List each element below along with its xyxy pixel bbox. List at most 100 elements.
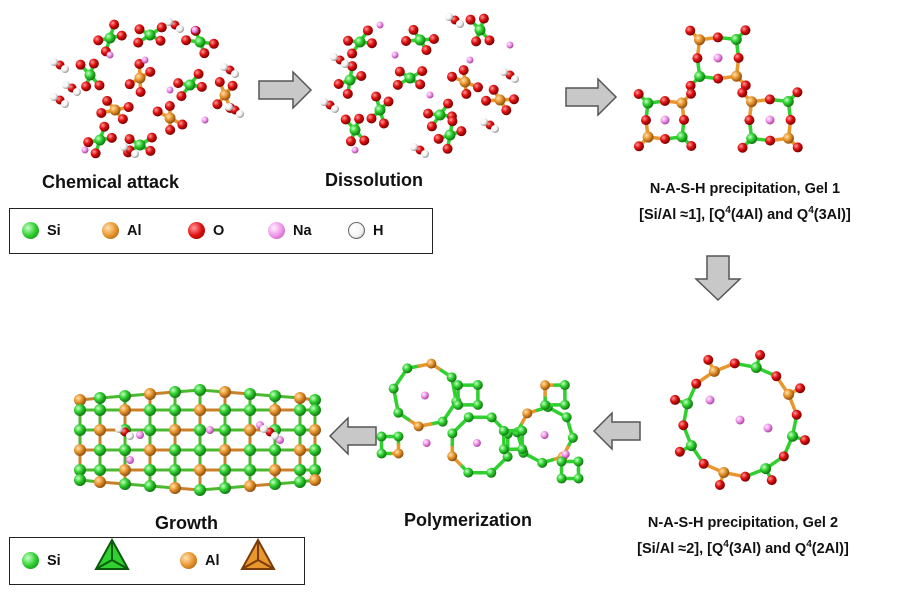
si-atom: [760, 463, 772, 475]
si-atom: [104, 32, 116, 44]
o-atom: [156, 22, 167, 33]
o-atom: [766, 475, 777, 486]
si-atom: [556, 456, 567, 467]
al-atom: [746, 96, 758, 108]
o-atom: [347, 61, 358, 72]
h-atom: [61, 65, 69, 73]
si-atom: [244, 444, 256, 456]
si-atom: [393, 431, 404, 442]
si-atom: [169, 386, 181, 398]
o-atom: [501, 105, 512, 116]
na-atom: [561, 450, 570, 459]
na-atom: [660, 115, 670, 125]
si-atom: [787, 430, 799, 442]
si-atom: [269, 444, 281, 456]
o-atom: [698, 458, 709, 469]
si-atom: [244, 404, 256, 416]
si-ball-icon: [22, 552, 39, 569]
si-atom: [309, 394, 321, 406]
si-atom: [567, 432, 578, 443]
o-atom: [133, 37, 144, 48]
o-atom: [795, 383, 806, 394]
si-atom: [309, 404, 321, 416]
si-atom: [144, 29, 156, 41]
na-atom: [136, 431, 144, 439]
na-atom: [191, 26, 199, 34]
si-atom: [393, 407, 404, 418]
al-atom: [219, 444, 231, 456]
si-atom: [309, 444, 321, 456]
polymerization-label: Polymerization: [404, 510, 533, 530]
o-atom: [484, 35, 495, 46]
na-atom: [713, 53, 723, 63]
al-ball-icon: [102, 222, 119, 239]
na-atom: [765, 115, 775, 125]
o-atom: [713, 73, 724, 84]
si-atom: [540, 399, 551, 410]
o-atom: [417, 66, 428, 77]
arrow-right-2: [565, 77, 618, 117]
na-atom: [126, 456, 134, 464]
chemical-attack-label: Chemical attack: [42, 172, 180, 192]
si-atom: [453, 380, 464, 391]
o-atom: [778, 451, 789, 462]
na-atom: [351, 146, 359, 154]
al-atom: [718, 467, 730, 479]
o-atom: [740, 471, 751, 482]
o-atom: [685, 25, 696, 36]
si-atom: [517, 425, 528, 436]
o-atom: [633, 88, 644, 99]
si-atom: [219, 424, 231, 436]
si-atom: [119, 478, 131, 490]
o-atom: [193, 68, 204, 79]
na-atom: [426, 91, 434, 99]
o-atom: [366, 113, 377, 124]
o-atom: [685, 80, 696, 91]
dissolution-label: Dissolution: [325, 170, 423, 190]
o-atom: [135, 86, 146, 97]
gel1-subtitle: [Si/Al ≈1], [Q4(4Al) and Q4(3Al)]: [639, 205, 851, 223]
o-atom: [765, 135, 776, 146]
si-atom: [144, 464, 156, 476]
o-atom: [176, 91, 187, 102]
al-atom: [783, 388, 795, 400]
o-atom: [181, 35, 192, 46]
h-atom: [445, 13, 453, 21]
growth-zeolite-cage: [74, 384, 321, 496]
o-atom: [785, 114, 796, 125]
h-atom: [176, 25, 184, 33]
o-atom: [421, 45, 432, 56]
al-atom: [244, 480, 256, 492]
h-atom: [331, 105, 339, 113]
legend-si: Si: [22, 222, 61, 239]
h-atom: [271, 432, 279, 440]
al-atom: [426, 358, 437, 369]
si-atom: [194, 444, 206, 456]
polymerization-framework: [376, 358, 584, 484]
o-atom: [471, 36, 482, 47]
si-atom: [74, 464, 86, 476]
o-atom: [433, 133, 444, 144]
o-atom: [134, 24, 145, 35]
o-atom: [99, 121, 110, 132]
o-atom: [152, 106, 163, 117]
al-atom: [219, 386, 231, 398]
o-atom: [737, 87, 748, 98]
o-atom: [123, 102, 134, 113]
si-atom: [144, 424, 156, 436]
al-tetrahedron-icon: [240, 537, 276, 570]
si-atom: [573, 473, 584, 484]
al-atom: [522, 408, 533, 419]
o-atom: [714, 479, 725, 490]
o-atom: [102, 95, 113, 106]
si-atom: [374, 104, 386, 116]
o-atom: [96, 107, 107, 118]
al-atom: [169, 482, 181, 494]
o-atom: [212, 99, 223, 110]
o-atom: [81, 81, 92, 92]
o-atom: [394, 66, 405, 77]
al-atom: [393, 448, 404, 459]
al-atom: [194, 404, 206, 416]
o-atom: [674, 446, 685, 457]
na-atom: [420, 391, 429, 400]
